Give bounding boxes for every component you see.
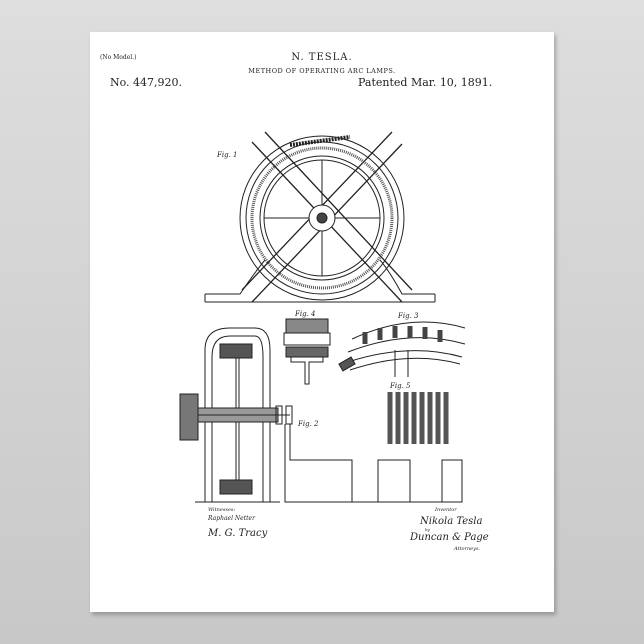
patent-drawing: Fig. 1 Fig. 2 Fig. 3 Fig. 4 Fig. 5 Witne… bbox=[90, 32, 554, 612]
figure-3 bbox=[339, 322, 465, 377]
attorneys-label: Attorneys. bbox=[453, 546, 481, 552]
inventor-label: Inventor bbox=[434, 507, 457, 513]
fig2-label: Fig. 2 bbox=[297, 420, 319, 428]
fig1-label: Fig. 1 bbox=[216, 151, 237, 159]
witness-2-signature: M. G. Tracy bbox=[207, 528, 268, 539]
fig3-label: Fig. 3 bbox=[397, 312, 419, 320]
witness-1-signature: Raphael Netter bbox=[207, 515, 256, 522]
figure-5 bbox=[390, 392, 446, 444]
patent-poster: (No Model.) N. TESLA. METHOD OF OPERATIN… bbox=[90, 32, 554, 612]
witnesses-label: Witnesses: bbox=[208, 507, 235, 513]
fig5-label: Fig. 5 bbox=[389, 382, 411, 390]
fig4-label: Fig. 4 bbox=[294, 310, 315, 318]
attorneys-signature: Duncan & Page bbox=[409, 532, 489, 543]
figure-1-wheel bbox=[205, 132, 435, 302]
inventor-signature: Nikola Tesla bbox=[419, 516, 483, 527]
figure-4 bbox=[284, 319, 330, 384]
